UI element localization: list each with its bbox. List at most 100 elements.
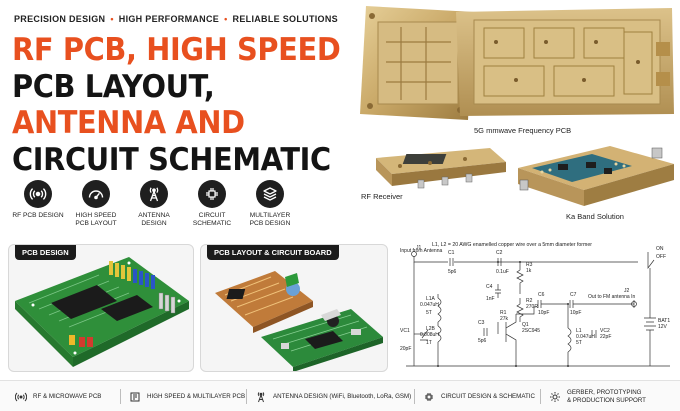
j2-label: J2 [624, 288, 630, 294]
circuit-schematic: L1, L2 = 20 AWG enamelled copper wire ov… [398, 238, 680, 378]
schematic-note: L1, L2 = 20 AWG enamelled copper wire ov… [432, 242, 592, 248]
antenna-signal-icon [14, 390, 28, 404]
feature-label: MULTILAYER [249, 212, 291, 219]
switch-on-label: ON [656, 246, 664, 252]
bottom-bar: RF & MICROWAVE PCB HIGH SPEED & MULTILAY… [0, 380, 680, 411]
l1-turns: 5T [576, 340, 582, 346]
vc2-label: VC2 [600, 328, 610, 334]
bottom-item-antenna: ANTENNA DESIGN (WiFi, Bluetooth, LoRa, G… [254, 381, 411, 411]
circuit-icon [198, 180, 226, 208]
bottom-item-label: & PRODUCTION SUPPORT [567, 396, 646, 404]
c3-label: C3 [478, 320, 485, 326]
l1-value: 0.047uH [576, 334, 595, 340]
divider [540, 389, 541, 404]
bottom-item-label: RF & MICROWAVE PCB [33, 393, 102, 400]
r1-value: 27k [500, 316, 509, 322]
pcb-icon [128, 390, 142, 404]
vc1-value: 20pF [400, 346, 411, 352]
feature-label: CIRCUIT [198, 212, 226, 219]
tagline: PRECISION DESIGN•HIGH PERFORMANCE•RELIAB… [14, 14, 338, 24]
circuit-board-illustration [215, 271, 383, 371]
feature-label: PCB DESIGN [249, 220, 291, 227]
mmwave-pcb-photo [356, 2, 676, 124]
vc2-value: 22pF [600, 334, 611, 340]
battery-value: 12V [658, 324, 668, 330]
feature-label: SCHEMATIC [192, 220, 232, 227]
divider [246, 389, 247, 404]
speedometer-icon [82, 180, 110, 208]
c1-value: 5p6 [448, 269, 457, 275]
c4-label: C4 [486, 284, 493, 290]
bottom-item-label: ANTENNA DESIGN (WiFi, Bluetooth, LoRa, G… [273, 393, 412, 400]
feature-label: HIGH SPEED [75, 212, 117, 219]
r1-label: R1 [500, 310, 507, 316]
feature-label: DESIGN [141, 220, 167, 227]
panel-title: PCB LAYOUT & CIRCUIT BOARD [207, 245, 339, 260]
vc1-label: VC1 [400, 328, 410, 334]
caption-rf-receiver: RF Receiver [361, 192, 403, 201]
bottom-item-label: GERBER, PROTOTYPING [567, 388, 642, 396]
l1a-value: 0.047uH [420, 302, 439, 308]
gear-icon [548, 390, 562, 404]
divider [414, 389, 415, 404]
battery-label: BAT1 [658, 318, 670, 324]
headline-line-3: ANTENNA AND [12, 105, 245, 141]
pcb-layout-panel: PCB LAYOUT & CIRCUIT BOARD [200, 244, 388, 372]
green-pcb-illustration [15, 257, 189, 367]
r3-value: 1k [526, 268, 532, 274]
r2-value: 270R [526, 304, 538, 310]
l1a-label: L1A [426, 296, 436, 302]
tower-antenna-icon [254, 390, 268, 404]
l1a-turns: 5T [426, 310, 432, 316]
r2-label: R2 [526, 298, 533, 304]
c7-label: C7 [570, 292, 577, 298]
separator-dot: • [224, 14, 228, 24]
q1-label: Q1 [522, 322, 529, 328]
j1-label: J1 [416, 245, 422, 251]
separator-dot: • [110, 14, 114, 24]
bottom-item-high-speed: HIGH SPEED & MULTILAYER PCB [128, 381, 245, 411]
divider [120, 389, 121, 404]
bottom-item-label: HIGH SPEED & MULTILAYER PCB [147, 393, 246, 400]
tagline-item: HIGH PERFORMANCE [118, 14, 220, 24]
feature-rf-pcb: RF PCB DESIGN [8, 180, 68, 220]
input-label: Input from Antenna [400, 248, 442, 254]
c2-value: 0.1uF [496, 269, 509, 275]
headline-line-2: PCB LAYOUT, [12, 68, 215, 105]
feature-label: ANTENNA [138, 212, 170, 219]
c6-label: C6 [538, 292, 545, 298]
l2b-turns: 1T [426, 340, 432, 346]
q1-value: 2SC945 [522, 328, 540, 334]
feature-label: PCB LAYOUT [75, 220, 117, 227]
headline-line-1: RF PCB, HIGH SPEED [12, 32, 341, 68]
headline-line-4: CIRCUIT SCHEMATIC [12, 141, 331, 178]
bottom-item-rf: RF & MICROWAVE PCB [14, 381, 101, 411]
switch-off-label: OFF [656, 254, 666, 260]
caption-ka-band: Ka Band Solution [566, 212, 624, 221]
output-label: Out to FM antenna In [588, 294, 635, 300]
bottom-item-label: CIRCUIT DESIGN & SCHEMATIC [441, 393, 535, 400]
rf-receiver-photo [370, 144, 510, 190]
c4-value: 1nF [486, 296, 495, 302]
l2b-label: L2B [426, 326, 436, 332]
antenna-signal-icon [24, 180, 52, 208]
c2-label: C2 [496, 250, 503, 256]
layers-icon [256, 180, 284, 208]
headline: RF PCB, HIGH SPEED PCB LAYOUT, ANTENNA A… [12, 32, 341, 178]
panel-title: PCB DESIGN [15, 245, 76, 260]
c6-value: 10pF [538, 310, 549, 316]
l2b-value: 0.008uH [420, 332, 439, 338]
circuit-icon [422, 390, 436, 404]
caption-mmwave: 5G mmwave Frequency PCB [474, 126, 572, 135]
bottom-item-gerber: GERBER, PROTOTYPING& PRODUCTION SUPPORT [548, 381, 646, 411]
r3-label: R3 [526, 262, 533, 268]
l1-label: L1 [576, 328, 582, 334]
tagline-item: RELIABLE SOLUTIONS [232, 14, 338, 24]
bottom-item-circuit: CIRCUIT DESIGN & SCHEMATIC [422, 381, 535, 411]
c3-value: 5p6 [478, 338, 487, 344]
